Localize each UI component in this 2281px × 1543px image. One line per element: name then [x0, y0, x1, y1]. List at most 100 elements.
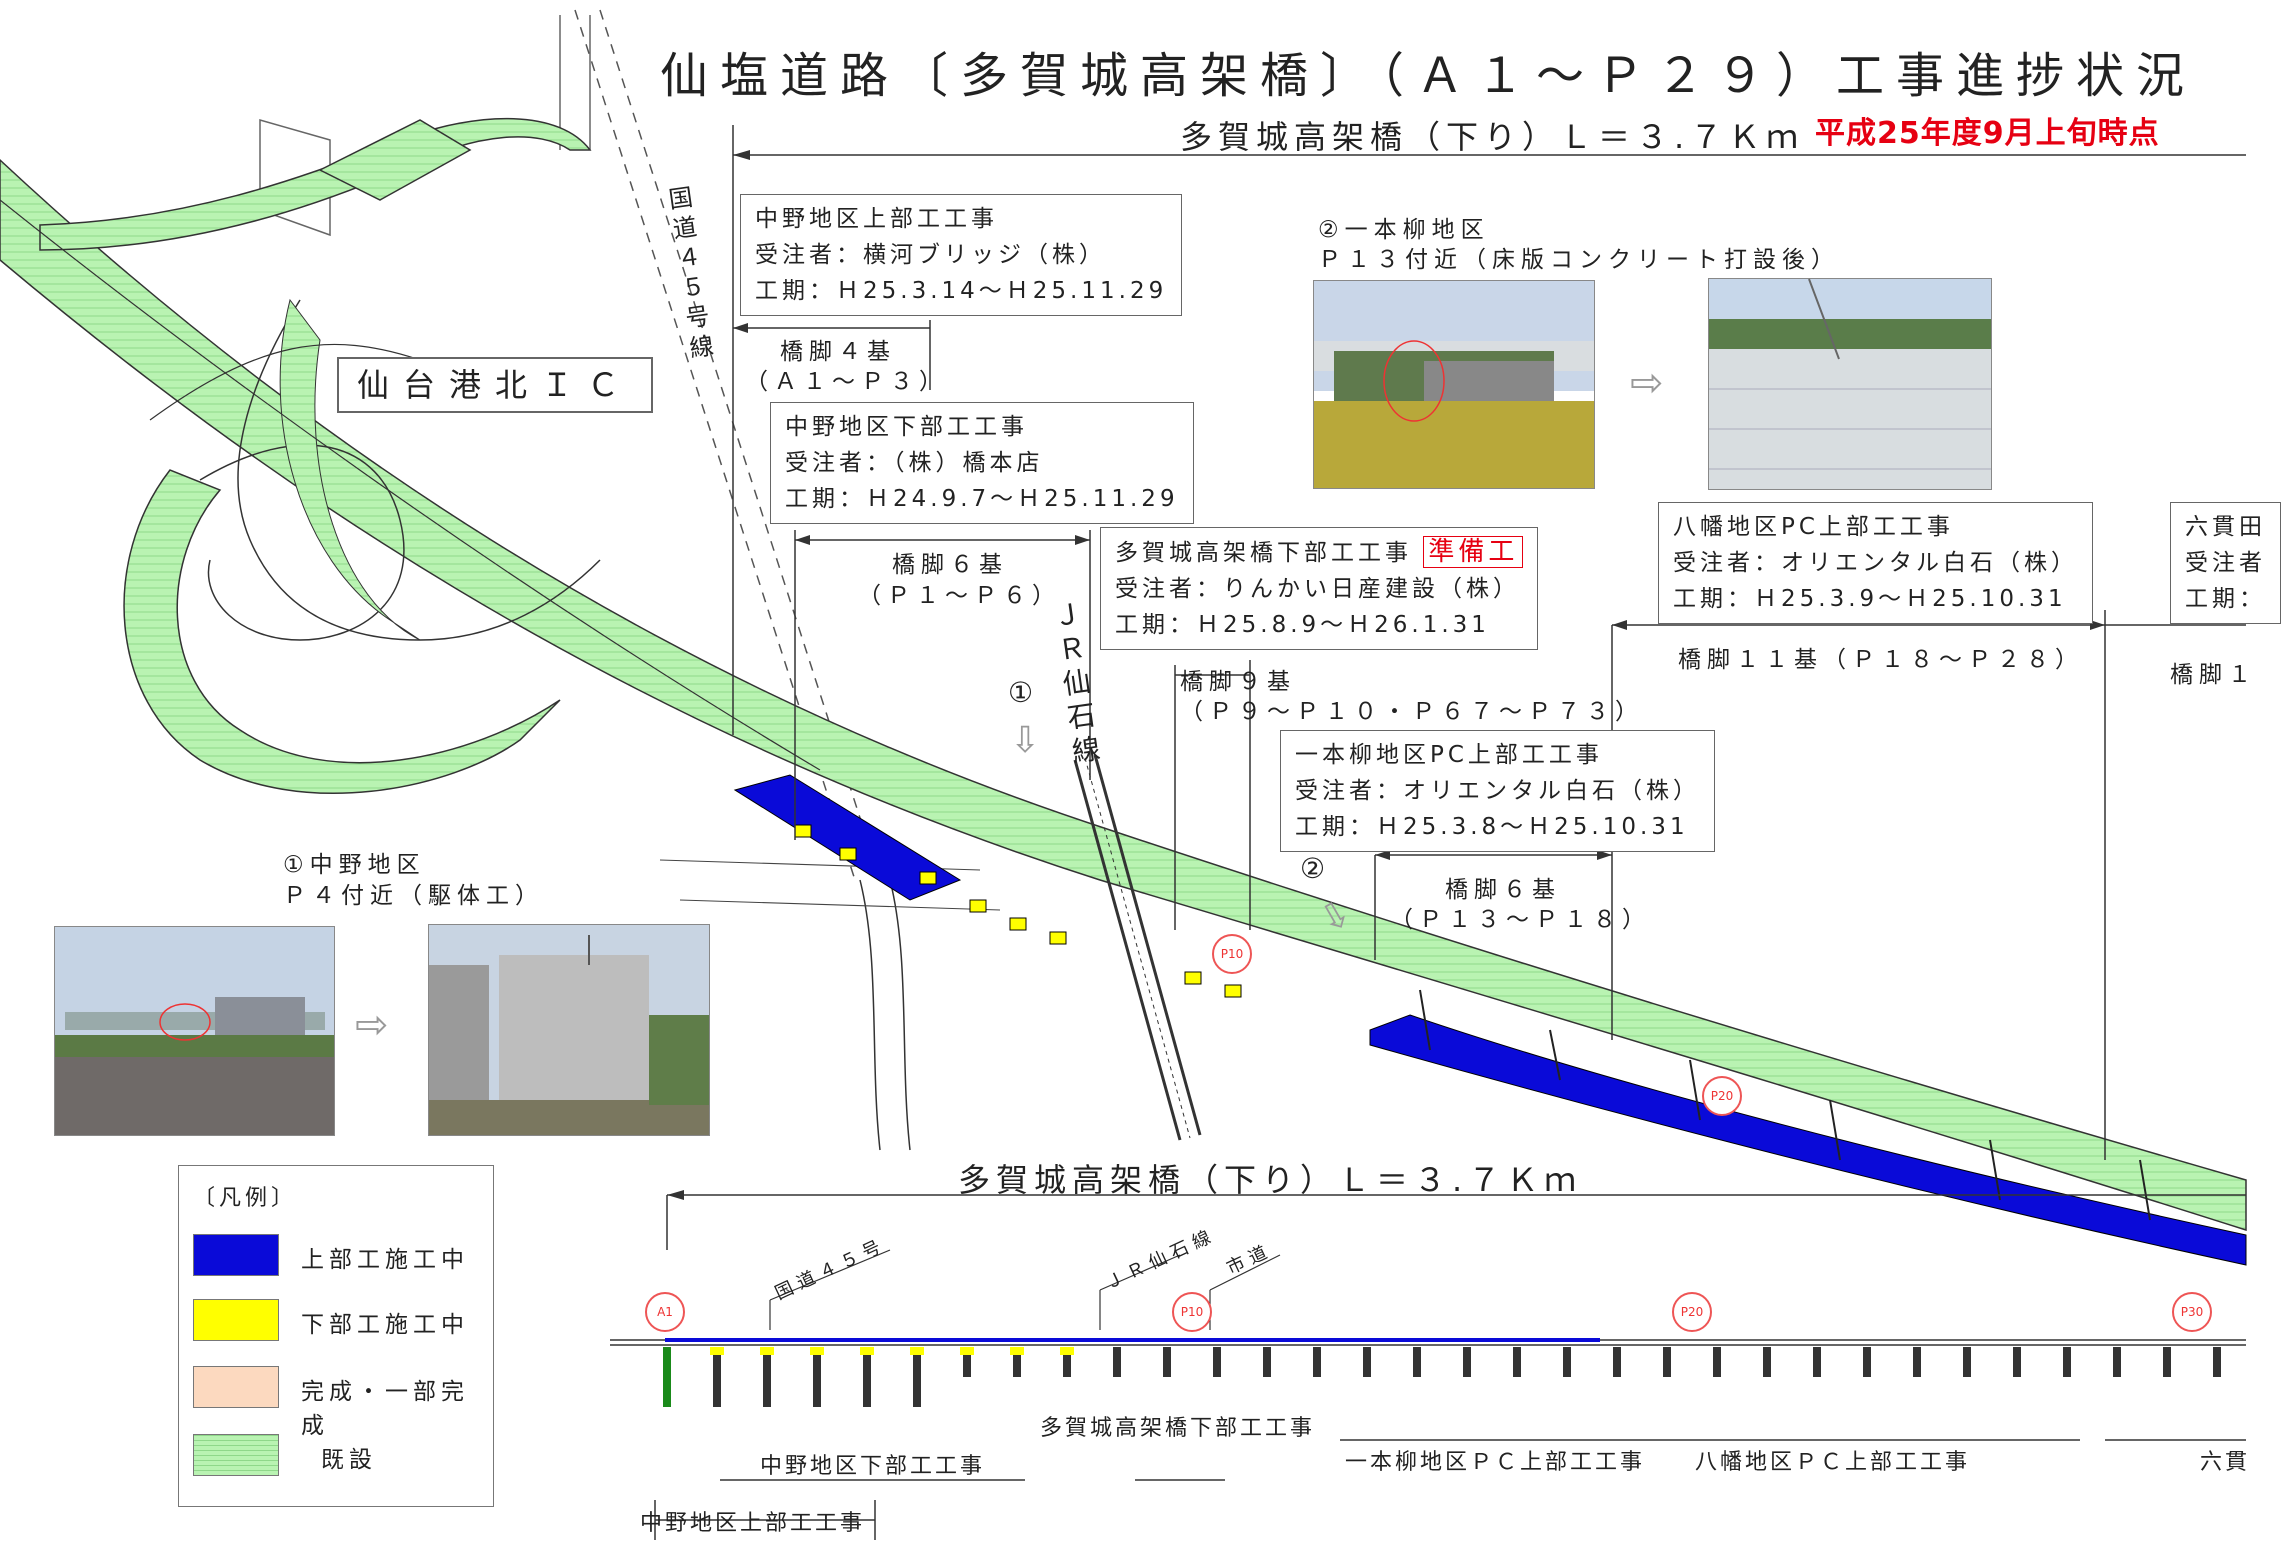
- photo-site1-before: [54, 926, 335, 1136]
- photo-site2-after: [1708, 278, 1992, 490]
- legend-swatch-complete: [193, 1366, 279, 1408]
- profile-pier: [1363, 1347, 1371, 1377]
- site1-caption: Ｐ４付近（駆体工）: [283, 883, 544, 909]
- piers-a1-p3-count: 橋脚４基: [780, 339, 896, 365]
- lower-work-piers: [794, 824, 1242, 998]
- site2-title: ②一本柳地区: [1318, 217, 1490, 243]
- legend-title: 〔凡例〕: [193, 1186, 298, 1211]
- profile-pier-cap: [910, 1347, 924, 1355]
- legend: 〔凡例〕 上部工施工中 下部工施工中 完成・一部完成 既設: [178, 1165, 494, 1507]
- profile-pier: [1563, 1347, 1571, 1377]
- section-nakano-upper: 中野地区上部工工事: [640, 1511, 866, 1536]
- photo-site2-before: [1313, 280, 1595, 489]
- contract-tagajo-lower: 多賀城高架橋下部工工事 準備工 受注者：りんかい日産建設（株） 工期：Ｈ25.8…: [1100, 527, 1539, 650]
- site1-title: ①中野地区: [283, 852, 426, 878]
- piers-p1-p6-count: 橋脚６基: [892, 552, 1008, 578]
- piers-p13-p18-range: （Ｐ１３～Ｐ１８）: [1390, 907, 1651, 933]
- photo-site2-before-image: [1314, 281, 1594, 488]
- legend-item-upper: 上部工施工中: [193, 1234, 483, 1276]
- section-nakano-lower: 中野地区下部工工事: [760, 1454, 986, 1479]
- section-tagajo-lower: 多賀城高架橋下部工工事: [1040, 1416, 1316, 1441]
- contract-nakano-upper: 中野地区上部工工事 受注者：横河ブリッジ（株） 工期：Ｈ25.3.14～Ｈ25.…: [740, 194, 1183, 316]
- legend-item-existing: 既設: [193, 1434, 483, 1476]
- profile-pier: [1913, 1347, 1921, 1377]
- profile-pier-cap: [960, 1347, 974, 1355]
- profile-pier: [663, 1347, 671, 1407]
- profile-pier: [1963, 1347, 1971, 1377]
- status-date: 平成25年度9月上旬時点: [1815, 116, 2160, 151]
- piers-p13-p18-count: 橋脚６基: [1445, 877, 1561, 903]
- profile-pier: [1213, 1347, 1221, 1377]
- profile-marker-p20: P20: [1672, 1292, 1712, 1332]
- profile-pier: [813, 1347, 821, 1407]
- profile-pier-cap: [860, 1347, 874, 1355]
- photo-site1-after: [428, 924, 710, 1136]
- section-ipponyanagi: 一本柳地区ＰＣ上部工工事: [1345, 1450, 1646, 1475]
- site2-caption: Ｐ１３付近（床版コンクリート打設後）: [1318, 247, 1840, 273]
- main-viaduct-existing: [0, 158, 2247, 1232]
- profile-pier: [1513, 1347, 1521, 1377]
- profile-pier: [863, 1347, 871, 1407]
- profile-pier: [2013, 1347, 2021, 1377]
- profile-pier: [1013, 1347, 1021, 1377]
- piers-p9-count: 橋脚９基: [1180, 669, 1296, 695]
- down-arrow-icon: ⇩: [1010, 720, 1047, 761]
- piers-p9-range: （Ｐ９～Ｐ１０・Ｐ６７～Ｐ７３）: [1180, 699, 1644, 725]
- profile-pier: [1413, 1347, 1421, 1377]
- piers-right: 橋脚１: [2170, 662, 2257, 688]
- right-arrow-icon-1: ⇨: [355, 1002, 395, 1048]
- profile-pier: [2113, 1347, 2121, 1377]
- profile-pier: [2063, 1347, 2071, 1377]
- profile-pier: [1163, 1347, 1171, 1377]
- page-title: 仙塩道路〔多賀城高架橋〕（Ａ１～Ｐ２９）工事進捗状況: [660, 48, 2197, 104]
- profile-pier: [1663, 1347, 1671, 1377]
- profile-piers: [663, 1347, 2221, 1407]
- profile-pier: [763, 1347, 771, 1407]
- photo-site1-after-image: [429, 925, 709, 1135]
- legend-item-complete: 完成・一部完成: [193, 1366, 483, 1439]
- section-yawata: 八幡地区ＰＣ上部工工事: [1695, 1450, 1971, 1475]
- legend-swatch-upper: [193, 1234, 279, 1276]
- direction-marker-1: ①: [1008, 676, 1040, 709]
- photo-site2-after-image: [1709, 278, 1991, 489]
- profile-pier: [1263, 1347, 1271, 1377]
- map-marker-p10: P10: [1212, 934, 1252, 974]
- profile-pier: [1063, 1347, 1071, 1377]
- ic-label: 仙台港北ＩＣ: [337, 357, 654, 413]
- profile-pier: [1763, 1347, 1771, 1377]
- direction-marker-2: ②: [1300, 852, 1332, 885]
- prep-work-tag: 準備工: [1423, 536, 1524, 568]
- length-label-bottom: 多賀城高架橋（下り）Ｌ＝３.７Ｋｍ: [958, 1161, 1583, 1199]
- legend-swatch-existing: [193, 1434, 279, 1476]
- profile-pier-cap: [760, 1347, 774, 1355]
- profile-pier: [1463, 1347, 1471, 1377]
- piers-p18-p28: 橋脚１１基（Ｐ１８～Ｐ２８）: [1678, 647, 2084, 673]
- piers-p1-p6-range: （Ｐ１～Ｐ６）: [858, 583, 1061, 609]
- section-rokugo: 六貫: [2200, 1450, 2251, 1475]
- contract-ipponyanagi-pc: 一本柳地区PC上部工工事 受注者：オリエンタル白石（株） 工期：Ｈ25.3.8～…: [1280, 730, 1715, 852]
- profile-pier: [2213, 1347, 2221, 1377]
- map-marker-p20: P20: [1702, 1076, 1742, 1116]
- profile-pier: [1813, 1347, 1821, 1377]
- contract-nakano-lower: 中野地区下部工工事 受注者：（株）橋本店 工期：Ｈ24.9.7～Ｈ25.11.2…: [770, 402, 1194, 524]
- upper-work-seg-1: [733, 774, 962, 901]
- legend-item-lower: 下部工施工中: [193, 1299, 483, 1341]
- profile-pier: [2163, 1347, 2171, 1377]
- contract-rokugo: 六貫田 受注者 工期：: [2170, 502, 2281, 624]
- legend-swatch-lower: [193, 1299, 279, 1341]
- profile-pier: [1713, 1347, 1721, 1377]
- length-label-top: 多賀城高架橋（下り）Ｌ＝３.７Ｋｍ: [1180, 118, 1805, 156]
- upper-work-seg-2: [1369, 1014, 2247, 1266]
- profile-marker-p10: P10: [1172, 1292, 1212, 1332]
- right-arrow-icon-2: ⇨: [1630, 360, 1670, 406]
- profile-marker-p30: P30: [2172, 1292, 2212, 1332]
- profile-marker-a1: A1: [645, 1292, 685, 1332]
- profile-pier-cap: [710, 1347, 724, 1355]
- profile-pier: [1113, 1347, 1121, 1377]
- profile-pier-cap: [1010, 1347, 1024, 1355]
- contract-yawata-pc: 八幡地区PC上部工工事 受注者：オリエンタル白石（株） 工期：Ｈ25.3.9～Ｈ…: [1658, 502, 2093, 624]
- profile-pier: [963, 1347, 971, 1377]
- piers-a1-p3-range: （Ａ１～Ｐ３）: [745, 369, 948, 395]
